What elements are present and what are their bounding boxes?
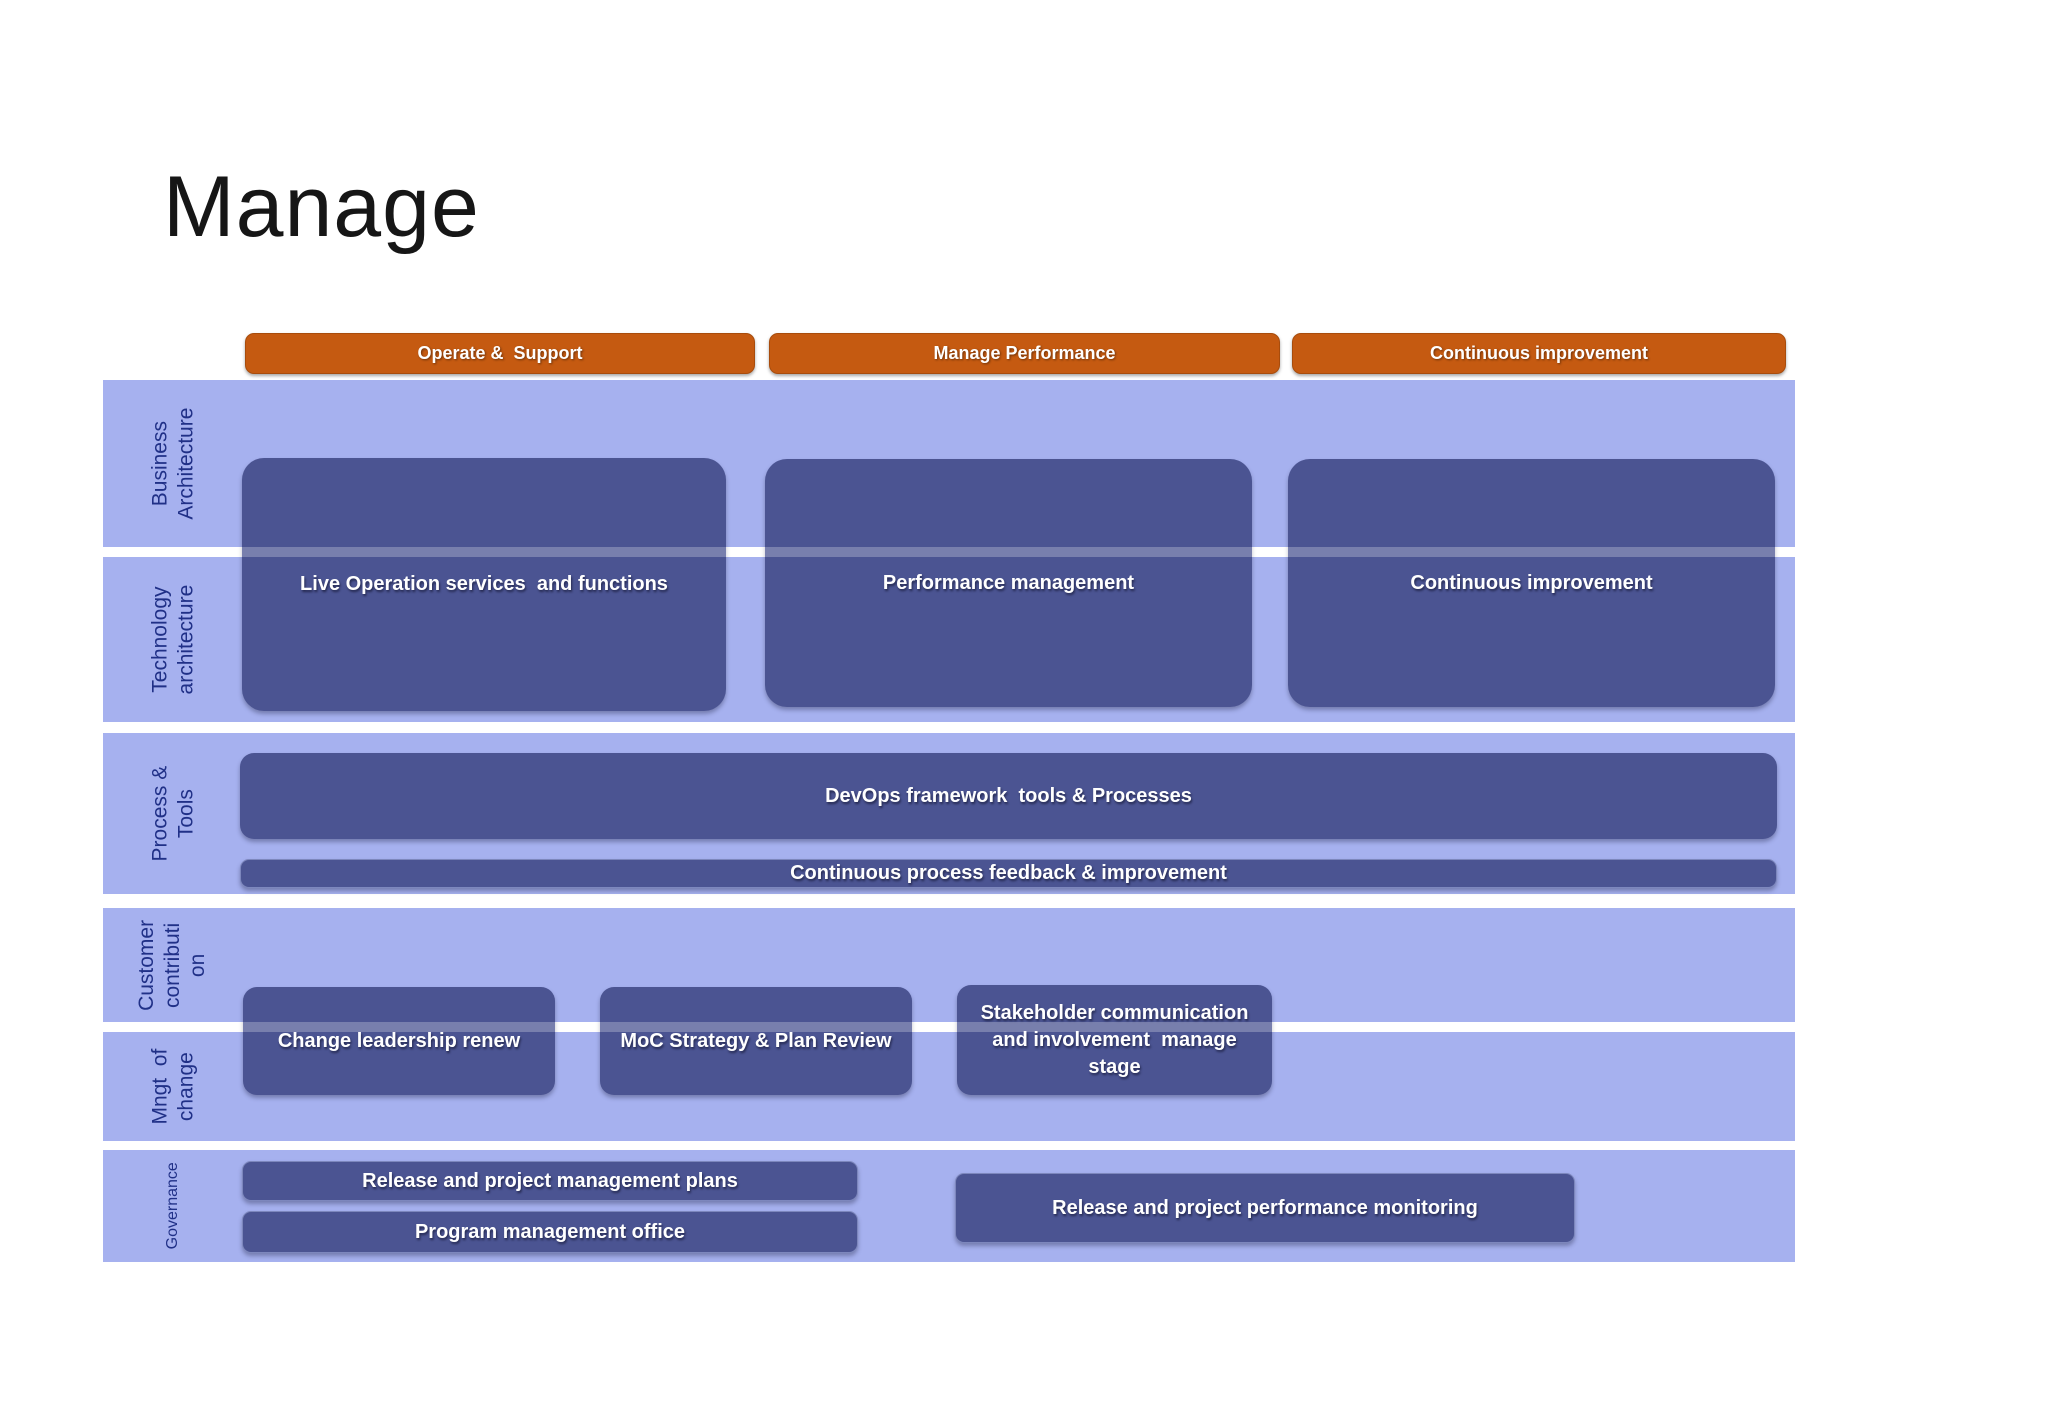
row-label-governance: Governance (103, 1150, 243, 1262)
row-label-text: Technology architecture (148, 584, 197, 695)
box-label: Program management office (414, 1220, 686, 1243)
box-label: Continuous process feedback & improvemen… (790, 862, 1227, 884)
box-devops-framework: DevOps framework tools & Processes (240, 753, 1777, 839)
row-label-mngt-of-change: Mngt of change (103, 1032, 243, 1141)
row-label-text: Governance (164, 1162, 182, 1250)
row-label-text: Business Architecture (148, 407, 197, 520)
box-change-leadership-renew: Change leadership renew (243, 987, 555, 1095)
row-label-text: Mngt of change (148, 1048, 197, 1125)
box-label: Change leadership renew (277, 1029, 521, 1052)
box-continuous-improvement: Continuous improvement (1288, 459, 1775, 707)
box-label: Release and project performance monitori… (1052, 1196, 1478, 1219)
phase-header-operate-support: Operate & Support (245, 333, 755, 374)
row-label-process-tools: Process & Tools (103, 733, 243, 894)
box-performance-management: Performance management (765, 459, 1252, 707)
row-label-text: Process & Tools (148, 760, 197, 862)
row-label-text: Customer contributi on (135, 919, 210, 1011)
box-release-project-management-plans: Release and project management plans (242, 1161, 858, 1201)
box-label: Release and project management plans (362, 1169, 738, 1192)
box-label: MoC Strategy & Plan Review (620, 1029, 892, 1052)
box-stakeholder-communication: Stakeholder communication and involvemen… (957, 985, 1272, 1095)
phase-header-label: Manage Performance (933, 343, 1116, 363)
box-moc-strategy-plan-review: MoC Strategy & Plan Review (600, 987, 912, 1095)
box-label: Continuous improvement (1410, 571, 1653, 594)
phase-header-label: Continuous improvement (1429, 343, 1648, 363)
box-label: DevOps framework tools & Processes (825, 784, 1192, 807)
phase-header-label: Operate & Support (417, 343, 583, 363)
phase-header-manage-performance: Manage Performance (769, 333, 1280, 374)
box-label: Stakeholder communication and involvemen… (980, 1001, 1249, 1078)
box-continuous-process-feedback: Continuous process feedback & improvemen… (240, 859, 1777, 888)
box-label: Performance management (882, 571, 1135, 594)
row-label-technology-architecture: Technology architecture (103, 557, 243, 722)
box-release-project-performance-monitoring: Release and project performance monitori… (955, 1173, 1575, 1243)
row-label-customer-contribution: Customer contributi on (103, 908, 243, 1022)
phase-header-continuous-improvement: Continuous improvement (1292, 333, 1786, 374)
box-program-management-office: Program management office (242, 1211, 858, 1253)
row-gap-stripe-architecture (103, 547, 1795, 557)
row-gap-stripe-change (103, 1022, 1795, 1032)
slide-title: Manage (163, 159, 480, 255)
box-live-operation-services: Live Operation services and functions (242, 458, 726, 711)
box-label: Live Operation services and functions (300, 573, 668, 595)
row-label-business-architecture: Business Architecture (103, 380, 243, 547)
